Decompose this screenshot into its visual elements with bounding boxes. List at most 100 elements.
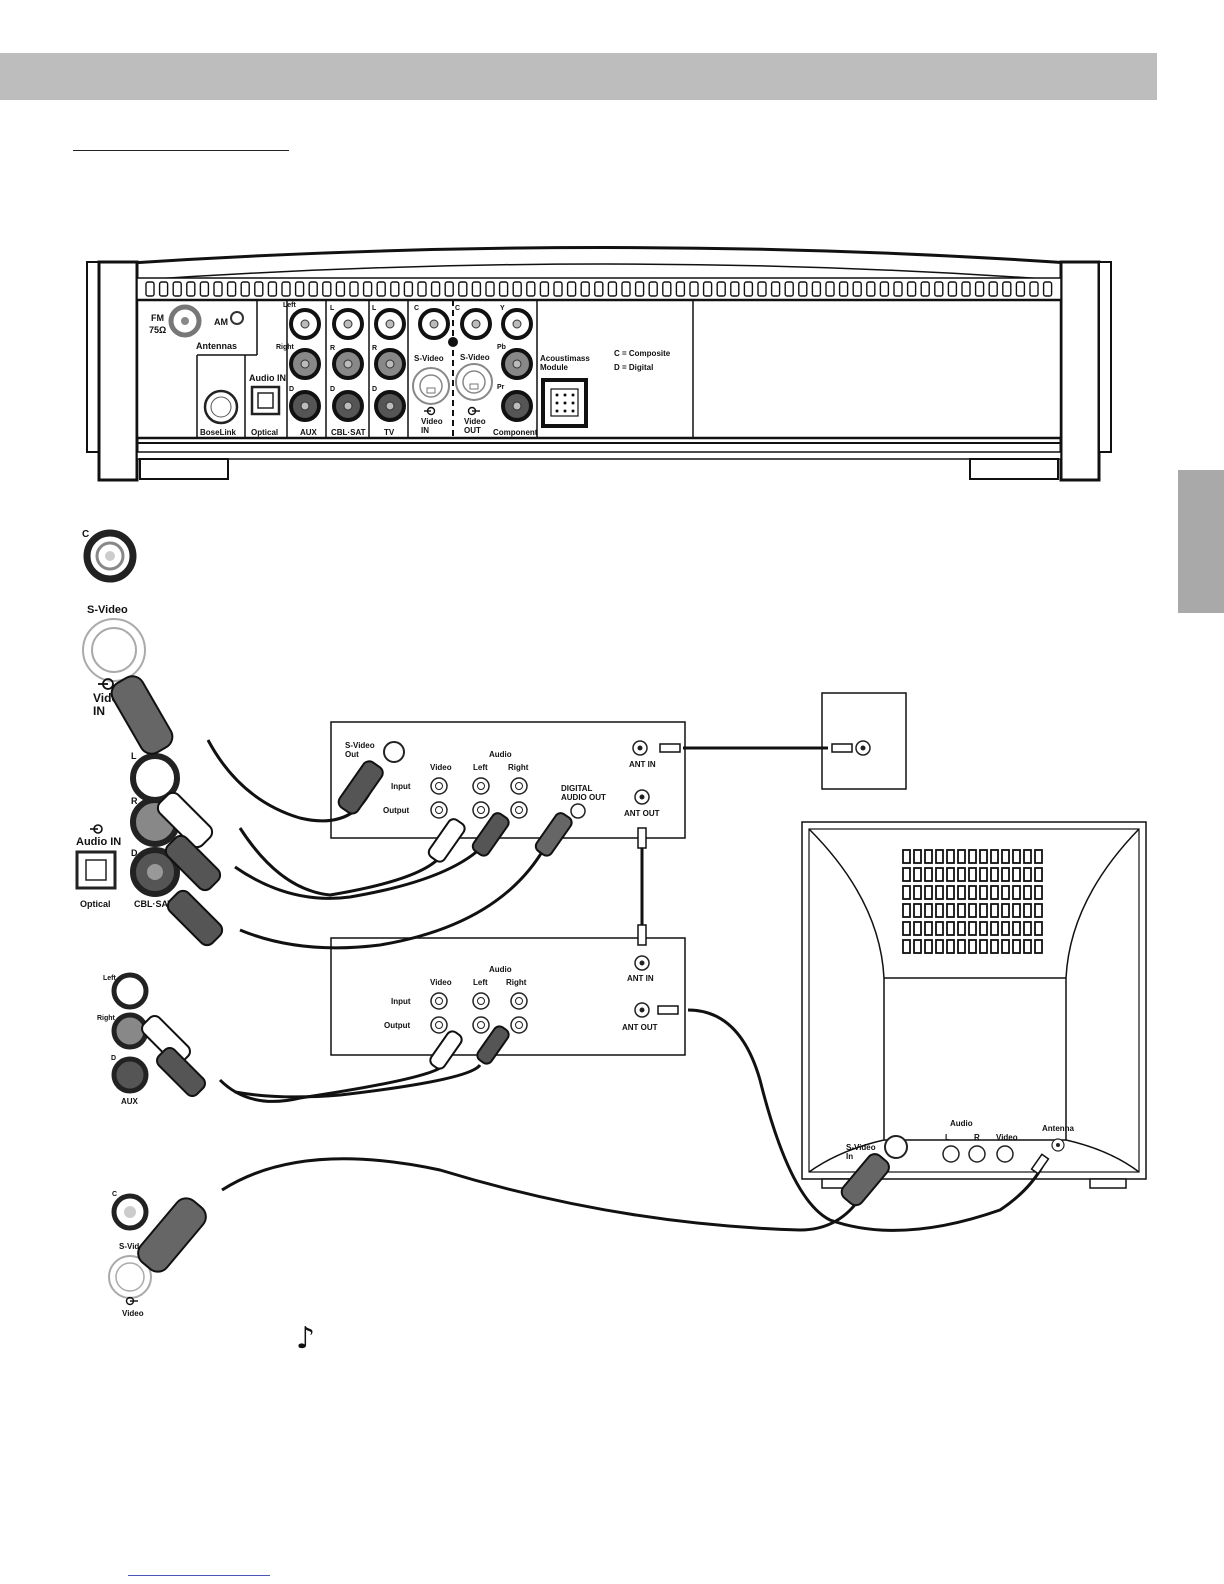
grille-slot [979, 849, 988, 864]
panel-left-label: Left [283, 302, 297, 309]
closeup-c2-label: C [112, 1191, 117, 1198]
av-jack-inner [435, 782, 443, 790]
tv-r-label: R [974, 1133, 980, 1142]
grille-slot [1023, 885, 1032, 900]
panel-letter-l-2: L [372, 305, 377, 312]
vent-slot [743, 281, 754, 297]
tv-label: TV [384, 428, 395, 437]
closeup-audio-in-label: Audio IN [76, 836, 121, 848]
vent-slot [186, 281, 196, 297]
grille-slot [902, 921, 911, 936]
panel-letter-c-2: C [455, 305, 460, 312]
grille-slot [990, 849, 999, 864]
grille-slot [957, 849, 966, 864]
vcr-audio-label: Audio [489, 965, 512, 974]
music-note-icon: ♪ [296, 1321, 316, 1356]
vent-slot [458, 281, 468, 297]
vent-slot [226, 281, 237, 297]
grille-slot [924, 885, 933, 900]
vent-slot [362, 281, 373, 297]
av-jack-inner [515, 997, 523, 1005]
rca-jack-pin [300, 359, 310, 369]
vent-slot [961, 281, 971, 297]
vcr: Audio Video Left Right Input Output ANT … [330, 937, 686, 1056]
av-jack-inner [435, 997, 443, 1005]
closeup-cblsat-label: CBL·SAT [134, 899, 173, 909]
grille-slot [946, 903, 955, 918]
panel-svideo-label-1: S-Video [414, 354, 444, 363]
vent-slot [594, 281, 604, 297]
grille-slot [990, 903, 999, 918]
fm-ohm-label: 75Ω [149, 325, 166, 335]
connector-pin [571, 409, 575, 413]
rca-jack-pin [512, 359, 522, 369]
wall-antenna-outlet [821, 692, 907, 790]
footer-link-rule [128, 1575, 270, 1576]
closeup-svideo2-label: S-Vid [119, 1242, 139, 1251]
vent-slot [498, 281, 509, 297]
grille-slot [902, 867, 911, 882]
grille-slot [1001, 885, 1010, 900]
grille-slot [1034, 903, 1043, 918]
grille-slot [1012, 885, 1021, 900]
grille-slot [968, 939, 977, 954]
vent-slot [716, 281, 726, 297]
vent-slot [158, 281, 169, 297]
connector-pin [563, 401, 567, 405]
rca-jack-pin [300, 401, 310, 411]
closeup-l-label: L [131, 751, 137, 761]
video-in-arrow-icon [424, 406, 436, 416]
grille-slot [902, 849, 911, 864]
grille-slot [979, 885, 988, 900]
vent-slot [580, 281, 590, 297]
av-jack-inner [477, 782, 485, 790]
grille-slot [935, 849, 944, 864]
grille-slot [946, 939, 955, 954]
cable-plugs [110, 675, 1050, 1273]
cable-input-label: Input [391, 782, 411, 791]
grille-slot [1001, 921, 1010, 936]
vent-slot [730, 281, 740, 297]
component-label: Component [493, 428, 538, 437]
panel-letter-pb: Pb [497, 344, 506, 351]
connector-pin [571, 393, 575, 397]
vent-slot [390, 281, 400, 297]
connector-pin [571, 401, 575, 405]
rca-jack-pin [300, 319, 310, 329]
vcr-video-label: Video [430, 978, 452, 987]
tv-antenna-label: Antenna [1042, 1124, 1075, 1133]
vent-slot [526, 281, 536, 297]
grille-slot [902, 885, 911, 900]
panel-letter-r-2: R [372, 345, 377, 352]
panel-letter-r-1: R [330, 345, 335, 352]
grille-slot [1034, 921, 1043, 936]
vent-slot [689, 281, 699, 297]
grille-slot [990, 921, 999, 936]
vent-slot [947, 281, 958, 297]
cable-output-label: Output [383, 806, 410, 815]
vent-slot [403, 281, 414, 297]
panel-letter-pr: Pr [497, 384, 505, 391]
grille-slot [990, 867, 999, 882]
rca-jack-pin [471, 319, 481, 329]
closeup-aux-label: AUX [121, 1097, 139, 1106]
panel-letter-c-1: C [414, 305, 419, 312]
connector-pin [555, 401, 559, 405]
grille-slot [979, 939, 988, 954]
grille-slot [957, 885, 966, 900]
cable-right-label: Right [508, 763, 529, 772]
panel-letter-l-1: L [330, 305, 335, 312]
vent-slot [662, 281, 672, 297]
panel-svideo-label-2: S-Video [460, 353, 490, 362]
tv-audio-label: Audio [950, 1119, 973, 1128]
am-label: AM [214, 317, 228, 327]
panel-letter-y: Y [500, 305, 505, 312]
vent-slot [838, 281, 849, 297]
antennas-label: Antennas [196, 341, 237, 351]
vent-slot [539, 281, 550, 297]
